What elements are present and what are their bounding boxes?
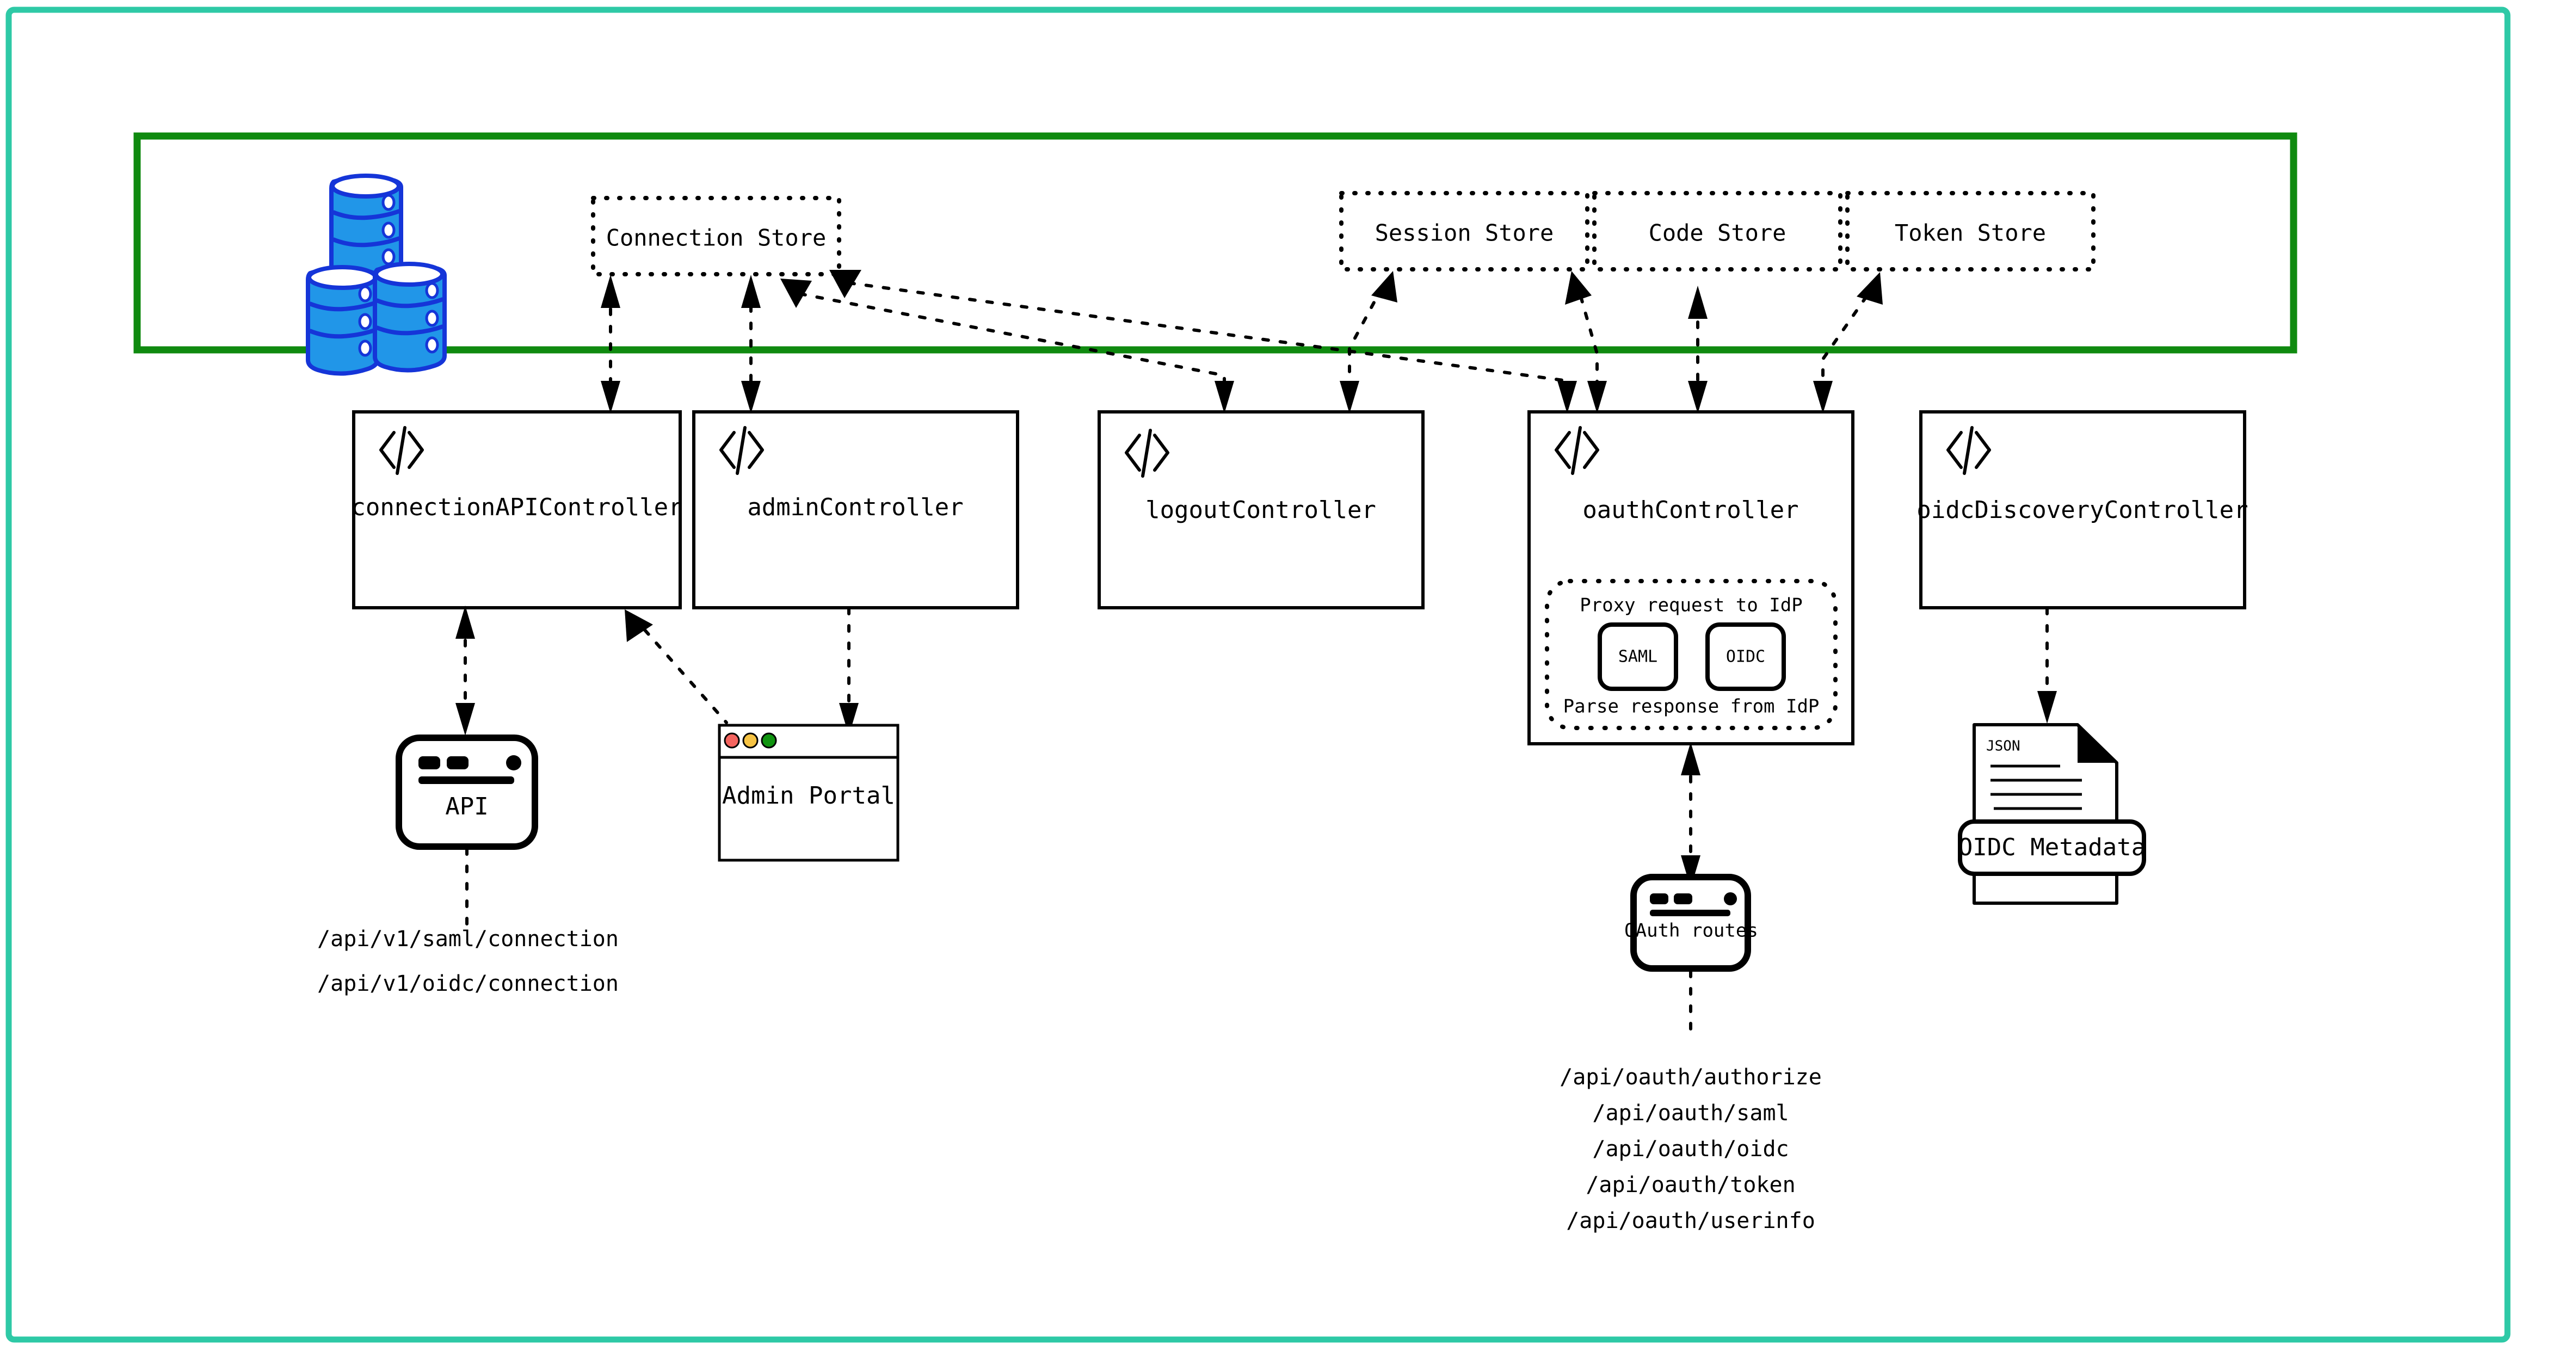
traffic-light-yellow <box>742 732 759 749</box>
controller-oauth-controller[interactable]: oauthController Proxy request to IdP SAM… <box>1527 410 1854 745</box>
endpoint-label: /api/oauth/saml <box>1592 1101 1789 1126</box>
proxy-request-label: Proxy request to IdP <box>1580 595 1802 616</box>
controller-label: oidcDiscoveryController <box>1916 496 2248 524</box>
code-tag-icon <box>719 426 764 475</box>
database-stack-icon <box>306 174 447 376</box>
store-label: Connection Store <box>606 225 827 251</box>
code-tag-icon <box>1555 426 1599 475</box>
oauth-routes-label: OAuth routes <box>1624 920 1758 942</box>
edge-oauth-controller-oauth-routes <box>1681 742 1700 888</box>
traffic-light-green <box>761 732 777 749</box>
controller-label: logoutController <box>1145 496 1376 524</box>
device-bar <box>1650 910 1730 916</box>
controller-admin-controller[interactable]: adminController <box>692 410 1019 609</box>
json-tag-label: JSON <box>1986 738 2020 755</box>
controller-label: connectionAPIController <box>351 493 682 521</box>
document-fold-icon <box>2078 725 2117 763</box>
endpoint-label: /api/oauth/userinfo <box>1566 1208 1815 1233</box>
edge-token-store-oauth-controller <box>1813 272 1883 414</box>
edge-admin-controller-admin-portal <box>839 607 859 736</box>
store-token-store[interactable]: Token Store <box>1845 191 2096 271</box>
traffic-light-red <box>724 732 740 749</box>
edge-oidc-discovery-controller-metadata <box>2037 607 2057 724</box>
store-code-store[interactable]: Code Store <box>1592 191 1842 271</box>
endpoint-label: /api/v1/oidc/connection <box>317 971 619 996</box>
device-dot <box>1724 892 1737 905</box>
oidc-protocol-box[interactable]: OIDC <box>1705 622 1786 691</box>
code-tag-icon <box>1125 429 1169 478</box>
edge-connection-api-controller-api <box>455 606 475 736</box>
saml-label: SAML <box>1618 647 1657 667</box>
oidc-metadata-label: OIDC Metadata <box>1958 834 2146 861</box>
store-label: Token Store <box>1895 220 2046 246</box>
parse-response-label: Parse response from IdP <box>1563 696 1820 718</box>
controller-connection-api-controller[interactable]: connectionAPIController <box>351 410 683 609</box>
edge-connection-store-admin-controller <box>741 275 761 414</box>
api-label: API <box>445 793 488 820</box>
controller-oidc-discovery-controller[interactable]: oidcDiscoveryController <box>1916 410 2248 609</box>
device-dot <box>506 755 521 770</box>
device-bar <box>418 776 514 784</box>
edge-connection-store-oauth-controller <box>829 270 1577 414</box>
controller-label: adminController <box>747 493 963 521</box>
admin-portal-node[interactable]: Admin Portal <box>718 724 899 862</box>
store-connection-store[interactable]: Connection Store <box>591 196 841 276</box>
store-label: Session Store <box>1375 220 1554 246</box>
edge-session-store-logout-controller <box>1340 271 1397 414</box>
outer-frame <box>5 7 2511 1343</box>
endpoint-label: /api/oauth/authorize <box>1560 1065 1822 1090</box>
device-dot <box>1650 893 1668 904</box>
controller-label: oauthController <box>1582 496 1798 524</box>
device-dot <box>418 756 440 769</box>
oidc-metadata-node[interactable]: JSON OIDC Metadata <box>1958 723 2146 905</box>
storage-layer-group <box>133 132 2297 354</box>
oidc-label: OIDC <box>1726 647 1765 667</box>
store-label: Code Store <box>1649 220 1786 246</box>
controller-logout-controller[interactable]: logoutController <box>1098 410 1425 609</box>
admin-portal-label: Admin Portal <box>722 782 895 810</box>
oauth-routes-node[interactable]: OAuth routes <box>1624 874 1758 972</box>
endpoint-label: /api/oauth/token <box>1586 1172 1795 1198</box>
endpoint-label: /api/v1/saml/connection <box>317 927 619 952</box>
code-tag-icon <box>379 426 424 475</box>
edge-session-store-oauth-controller <box>1565 271 1607 414</box>
edge-connection-store-connection-api <box>601 275 620 414</box>
store-session-store[interactable]: Session Store <box>1339 191 1589 271</box>
edge-connection-store-logout-controller <box>780 279 1234 414</box>
code-tag-icon <box>1946 426 1991 475</box>
oauth-idp-proxy-group: Proxy request to IdP SAML OIDC Parse res… <box>1545 579 1838 730</box>
device-dot <box>447 756 469 769</box>
endpoint-label: /api/oauth/oidc <box>1592 1137 1789 1162</box>
device-dot <box>1674 893 1692 904</box>
api-node[interactable]: API <box>396 735 538 850</box>
edge-code-store-oauth-controller <box>1688 286 1708 414</box>
saml-protocol-box[interactable]: SAML <box>1598 622 1678 691</box>
